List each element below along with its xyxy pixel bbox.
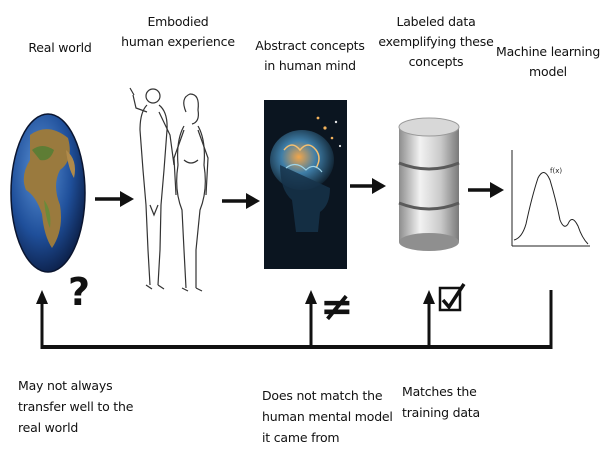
feedback-loop [36, 290, 551, 349]
graph-function-label: f(x) [550, 167, 562, 175]
human-figures-illustration [130, 88, 208, 291]
note-real-world: May not always transfer well to the real… [18, 375, 133, 438]
brain-head-image [264, 100, 347, 269]
database-icon [399, 118, 459, 251]
question-mark-icon: ? [68, 270, 90, 314]
note-training-data: Matches the training data [402, 381, 480, 423]
note-mental-model: Does not match the human mental model it… [262, 385, 393, 448]
ml-model-graph [512, 150, 590, 246]
not-equal-icon: ≠ [320, 287, 354, 327]
checkmark-icon [440, 284, 464, 310]
globe-icon [11, 114, 85, 272]
